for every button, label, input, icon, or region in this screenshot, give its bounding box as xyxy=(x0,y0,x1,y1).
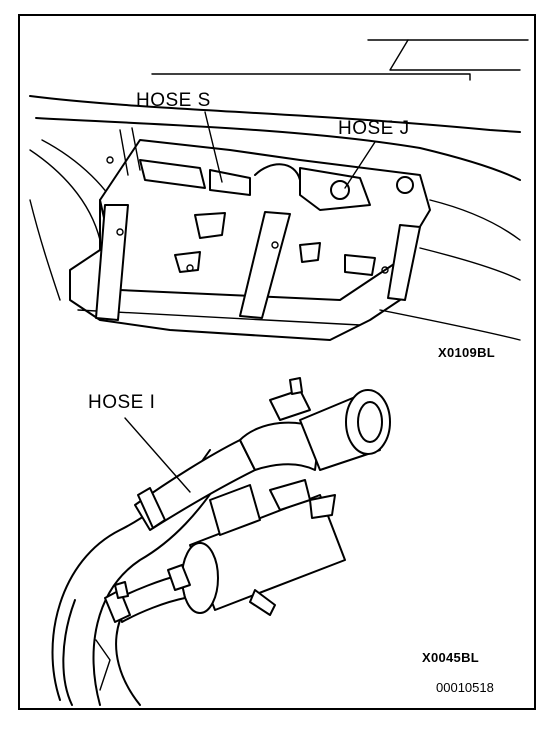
plate-tab xyxy=(344,254,376,276)
label-hose-j: HOSE J xyxy=(338,118,410,139)
fender-line xyxy=(429,199,521,241)
bumper-side-line xyxy=(29,149,101,241)
rivet xyxy=(106,156,114,164)
mount-bolt xyxy=(396,176,414,194)
pipe-opening xyxy=(357,401,383,443)
hose-j-fitting xyxy=(330,180,350,200)
plate-tab xyxy=(174,251,201,273)
hose-s-shape xyxy=(139,159,206,189)
canister-tab xyxy=(249,589,276,616)
small-hose-clamp xyxy=(104,589,131,623)
frame-line xyxy=(119,129,129,176)
figure-border xyxy=(18,14,536,710)
small-hose-clamp xyxy=(167,564,191,591)
hose-i-clamp xyxy=(137,487,166,529)
bumper-mid-line xyxy=(35,117,521,181)
fender-line xyxy=(379,309,521,341)
canister-bracket xyxy=(209,484,261,536)
plate-tab xyxy=(299,242,321,263)
right-upright-bracket xyxy=(387,224,421,301)
rivet xyxy=(271,241,279,249)
label-bottom-code: X0045BL xyxy=(422,650,480,665)
lower-hose-outline xyxy=(115,619,141,706)
tray-edge xyxy=(77,309,361,326)
hood-edge-line xyxy=(151,73,471,81)
bumper-side-line xyxy=(29,199,61,301)
rivet xyxy=(186,264,194,272)
leader-hose-j xyxy=(344,141,376,189)
small-clamp-tab xyxy=(114,581,129,599)
lower-tray xyxy=(69,199,401,341)
figure-id: 00010518 xyxy=(436,680,494,695)
lower-hose-outline xyxy=(62,599,76,706)
small-hose xyxy=(114,574,186,623)
label-top-code: X0109BL xyxy=(438,345,496,360)
mid-upright-bracket xyxy=(239,211,291,319)
frame-line xyxy=(131,127,141,171)
hose-detail-line xyxy=(95,639,111,691)
upper-clamp xyxy=(269,389,311,421)
hood-edge-line xyxy=(389,39,521,71)
plate-tab xyxy=(194,212,226,239)
fender-line xyxy=(419,247,521,281)
left-upright-bracket xyxy=(95,204,129,321)
mid-clamp-tab xyxy=(309,494,336,519)
outer-hose-outline xyxy=(92,479,221,706)
upper-clamp-tab xyxy=(289,377,303,395)
label-hose-s: HOSE S xyxy=(136,90,211,111)
rivet xyxy=(381,266,389,274)
rivet xyxy=(116,228,124,236)
leader-hose-s xyxy=(204,111,223,183)
leader-hose-i xyxy=(124,417,191,493)
pipe-curve xyxy=(254,163,301,181)
label-hose-i: HOSE I xyxy=(88,392,156,413)
bumper-upper-line xyxy=(29,95,521,133)
